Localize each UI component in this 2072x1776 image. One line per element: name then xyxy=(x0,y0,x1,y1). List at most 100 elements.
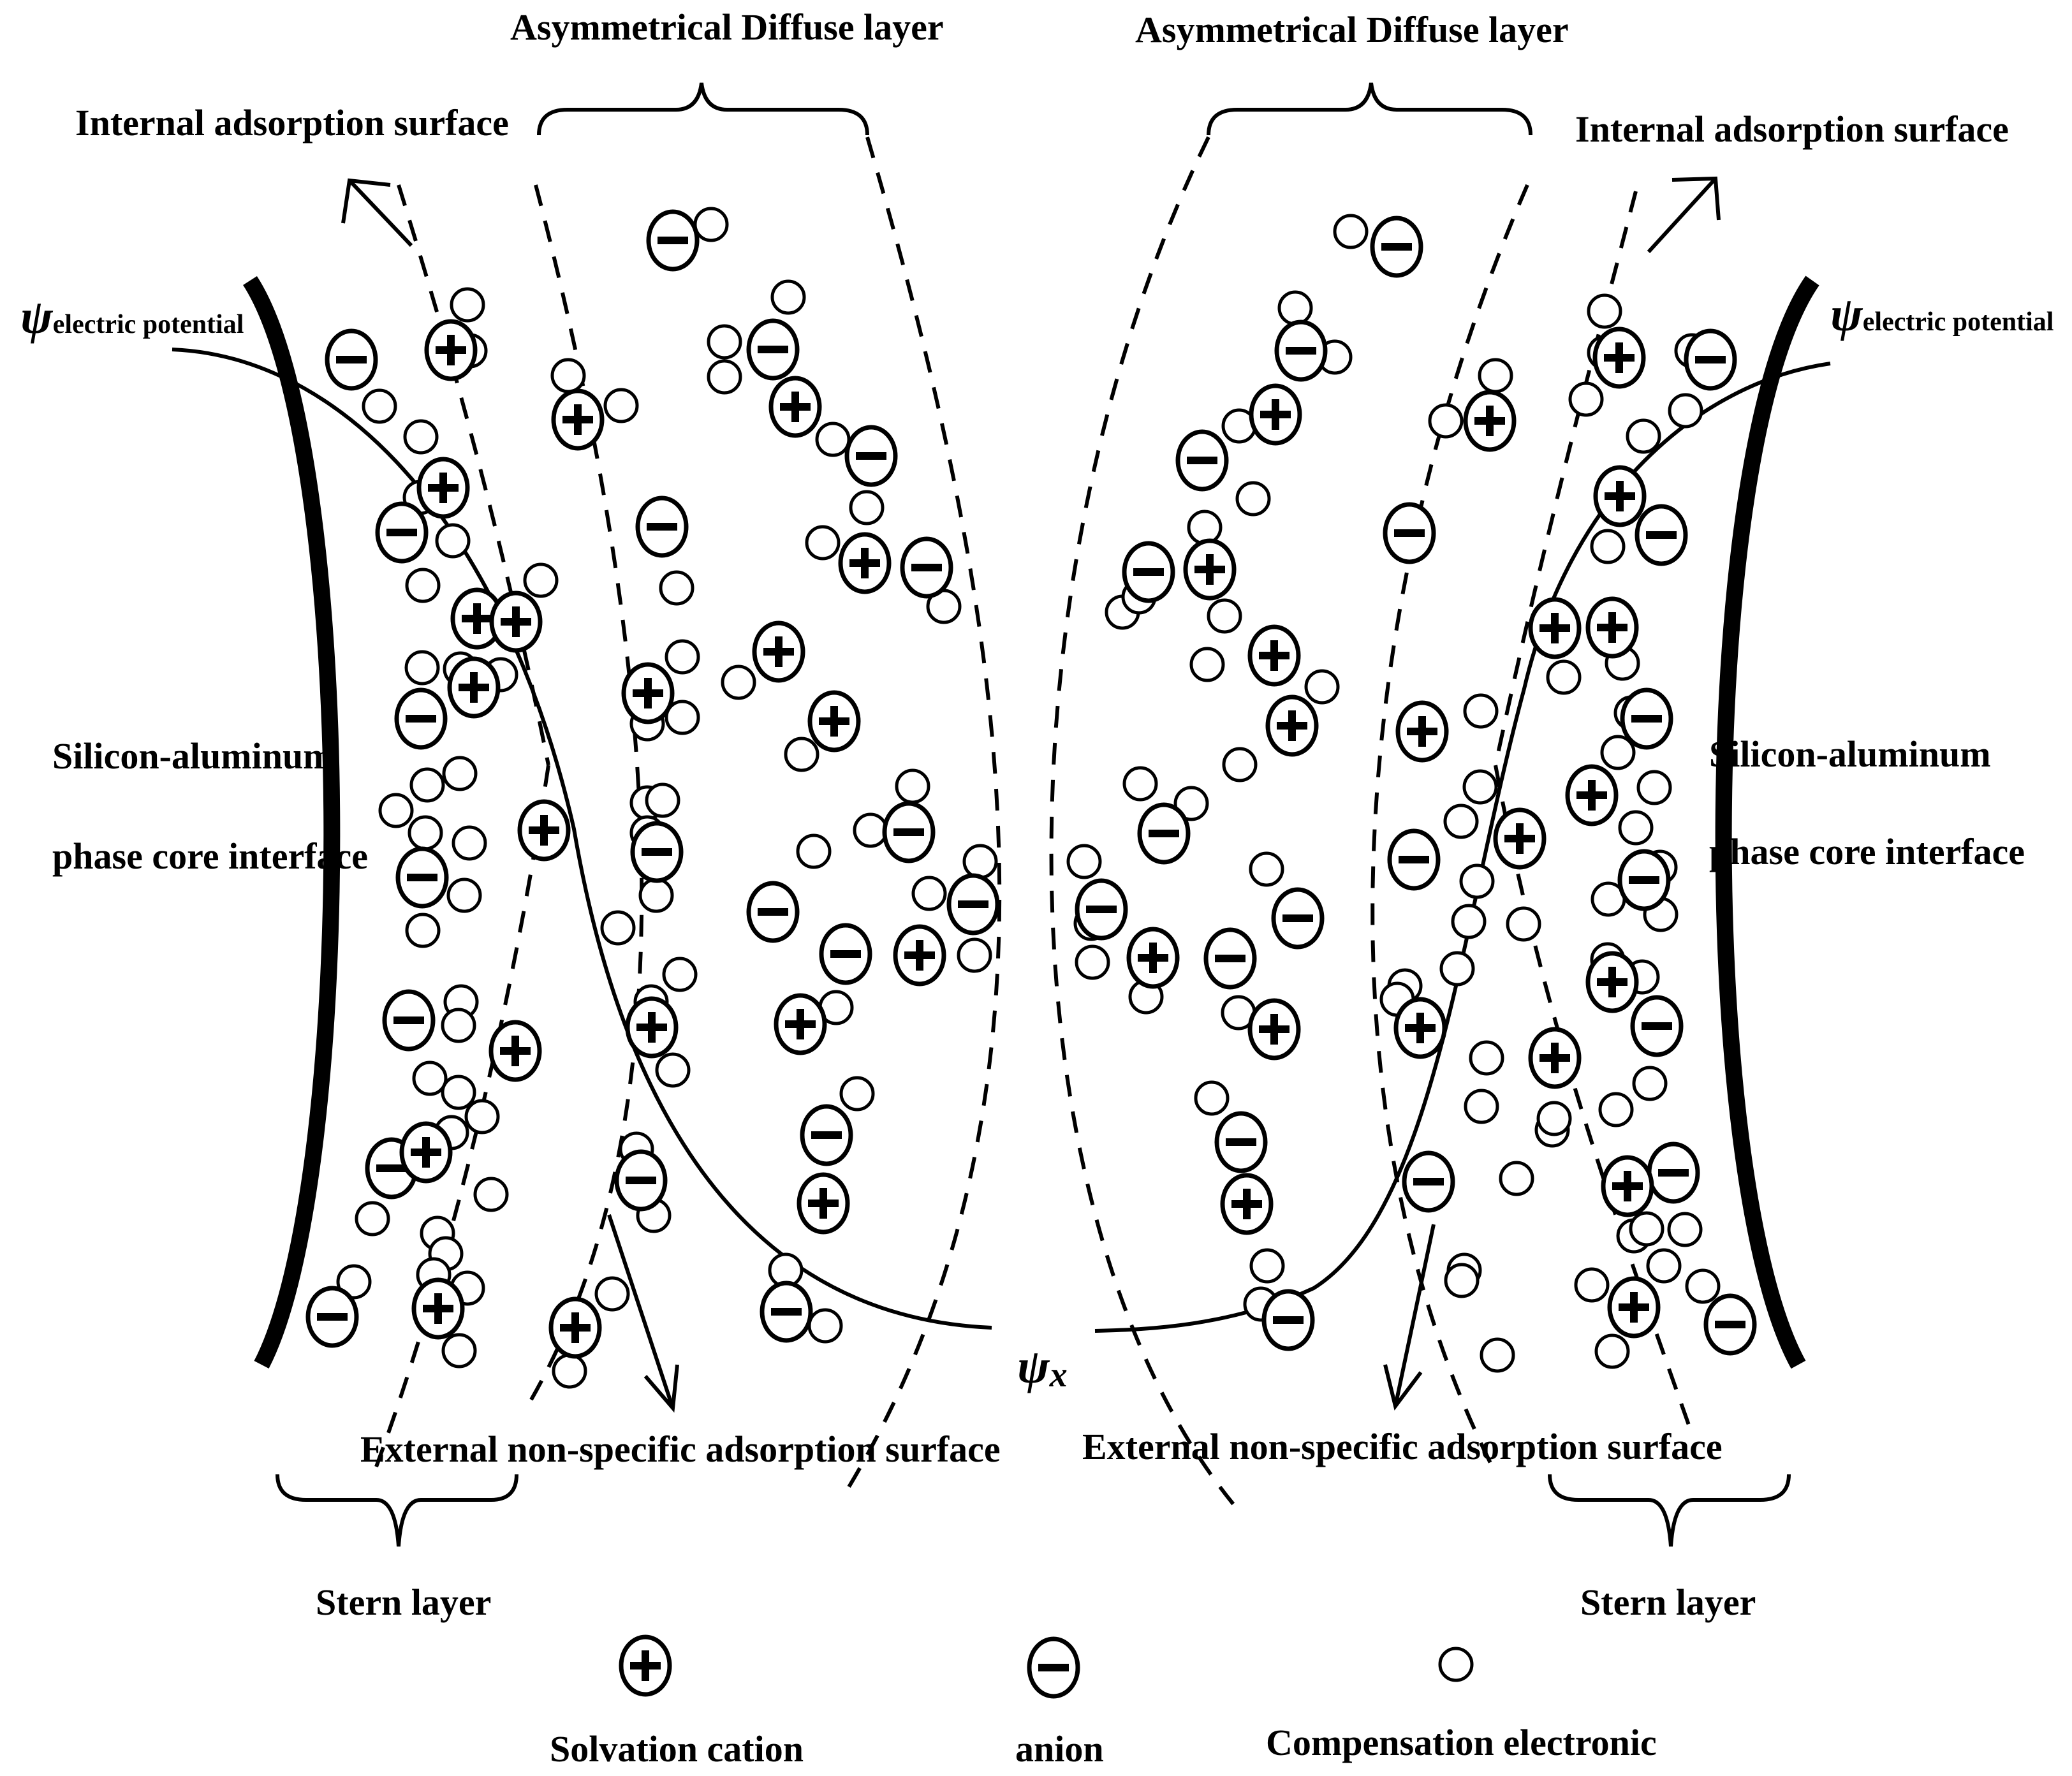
left-core-wall xyxy=(243,275,341,1369)
electron-icon xyxy=(665,700,700,735)
cation-icon xyxy=(489,591,543,653)
electron-icon xyxy=(655,1052,691,1088)
left-diffuse-outer xyxy=(840,136,1002,1500)
electron-icon xyxy=(441,1075,476,1110)
electron-icon xyxy=(665,639,700,675)
cation-icon xyxy=(774,993,827,1055)
external-surface-label-left: External non-specific adsorption surface xyxy=(360,1428,1001,1470)
electron-icon xyxy=(1685,1268,1721,1304)
legend-electron-icon xyxy=(1438,1647,1474,1682)
electron-icon xyxy=(1249,851,1284,887)
electron-icon xyxy=(659,570,694,606)
electron-icon xyxy=(1469,1040,1504,1076)
electron-icon xyxy=(1546,659,1582,695)
electron-icon xyxy=(405,568,441,603)
psi-x-symbol: ψ xyxy=(1017,1340,1050,1393)
electron-icon xyxy=(1277,290,1313,326)
electron-icon xyxy=(1568,381,1604,417)
electron-icon xyxy=(1189,647,1225,682)
electron-icon xyxy=(707,324,742,360)
anion-icon xyxy=(614,1149,668,1212)
cation-icon xyxy=(893,924,946,987)
electron-icon xyxy=(404,650,440,686)
right-diffuse-outer xyxy=(1049,136,1236,1506)
anion-icon xyxy=(1635,504,1688,566)
cation-icon xyxy=(1585,596,1639,659)
anion-icon xyxy=(1387,828,1441,891)
right-internal-surface xyxy=(1494,191,1638,766)
electron-icon xyxy=(600,910,636,946)
left-diffuse-inner xyxy=(527,184,644,1404)
anion-icon xyxy=(1271,887,1325,950)
anion-icon xyxy=(1027,1636,1080,1699)
electron-icon xyxy=(1428,403,1464,439)
bottom-right-brace xyxy=(1548,1474,1791,1547)
psi-x-subscript: x xyxy=(1049,1355,1068,1395)
right-core-wall xyxy=(1715,275,1819,1369)
electron-icon xyxy=(1222,747,1258,782)
electron-icon xyxy=(849,490,885,525)
internal-surface-label-left: Internal adsorption surface xyxy=(75,102,509,143)
electron-icon xyxy=(638,877,674,913)
electron-icon xyxy=(1249,1248,1285,1284)
electron-icon xyxy=(1536,1101,1572,1136)
electron-icon xyxy=(1626,418,1661,454)
electron-icon xyxy=(442,756,478,791)
anion-icon xyxy=(630,821,684,883)
electron-icon xyxy=(805,525,841,561)
cation-icon xyxy=(411,1277,465,1340)
cation-icon xyxy=(1585,951,1639,1013)
anion-icon xyxy=(375,501,429,564)
anion-icon xyxy=(1175,429,1229,492)
stern-layer-label-left: Stern layer xyxy=(316,1582,491,1623)
diffuse-layer-label-right: Asymmetrical Diffuse layer xyxy=(1135,9,1569,50)
anion-icon xyxy=(746,881,800,943)
electron-icon xyxy=(1462,769,1498,805)
anion-icon xyxy=(1617,849,1671,911)
cation-icon xyxy=(1528,1027,1582,1089)
anion-icon xyxy=(760,1281,813,1343)
cation-icon xyxy=(1393,997,1447,1059)
electron-icon xyxy=(1590,529,1626,564)
electron-icon xyxy=(1594,1333,1630,1369)
cation-icon xyxy=(1265,694,1319,757)
left-internal-surface xyxy=(397,184,550,766)
electron-icon xyxy=(1451,904,1487,939)
electron-icon xyxy=(1235,481,1271,517)
electron-icon xyxy=(1463,693,1499,729)
right-external-surface xyxy=(1494,765,1692,1429)
cation-icon xyxy=(548,1296,602,1359)
electron-icon xyxy=(1646,1248,1682,1284)
anion-particles xyxy=(305,209,1757,1356)
core-interface-label-right-1: Silicon-aluminum xyxy=(1709,733,1991,775)
electron-icon xyxy=(1444,1263,1480,1298)
electron-icon xyxy=(441,1333,477,1369)
cation-icon xyxy=(621,662,675,724)
internal-surface-label-right: Internal adsorption surface xyxy=(1575,108,2009,150)
electron-icon xyxy=(1187,510,1223,545)
cation-icon xyxy=(768,376,822,438)
cation-icon xyxy=(1247,998,1301,1060)
legend-anion-label: anion xyxy=(1015,1728,1104,1770)
diffuse-layer-label-left: Asymmetrical Diffuse layer xyxy=(510,6,944,48)
anion-icon xyxy=(1203,927,1257,990)
cation-icon xyxy=(619,1634,672,1697)
cation-icon xyxy=(1592,327,1646,389)
electron-particles xyxy=(336,207,1721,1389)
cation-icon xyxy=(1493,807,1547,870)
electron-icon xyxy=(1506,906,1541,942)
electron-icon xyxy=(473,1177,509,1212)
anion-icon xyxy=(1620,687,1673,750)
electron-icon xyxy=(1480,1337,1515,1373)
electron-icon xyxy=(1066,844,1102,879)
electron-icon xyxy=(1439,951,1475,987)
anion-icon xyxy=(746,318,800,381)
anion-icon xyxy=(1383,502,1436,564)
anion-icon xyxy=(1261,1289,1315,1351)
anion-icon xyxy=(394,687,448,750)
right-internal-arrow xyxy=(1647,176,1721,254)
legend-electron-label: Compensation electronic xyxy=(1266,1722,1657,1763)
electron-icon xyxy=(552,1353,587,1389)
electron-icon xyxy=(957,937,992,973)
